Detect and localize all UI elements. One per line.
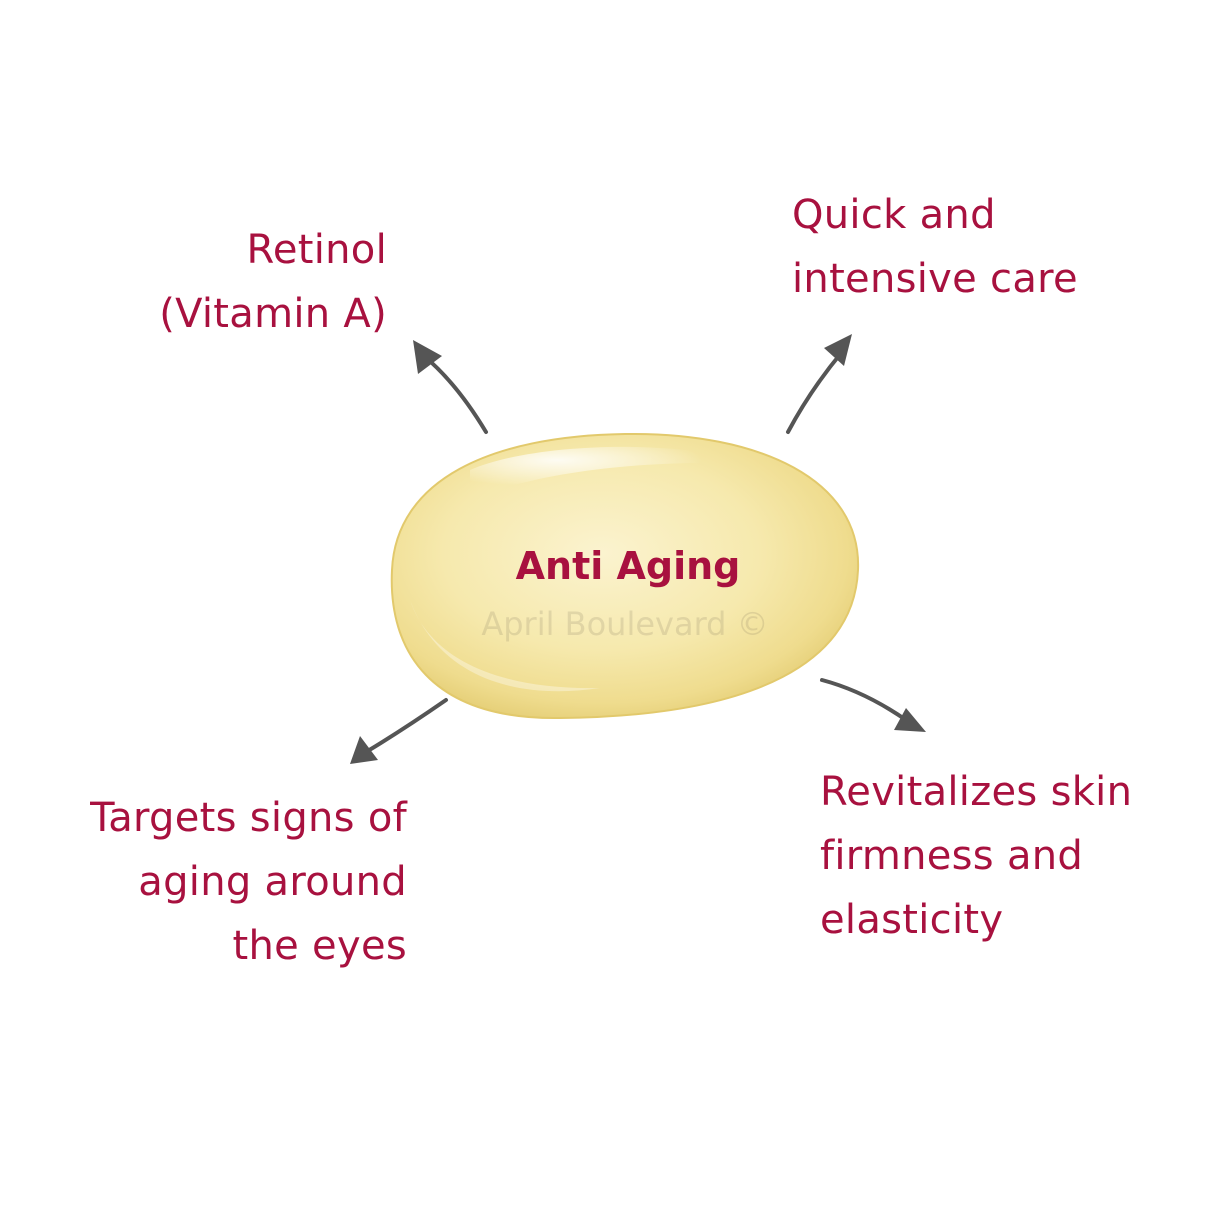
capsule-body [390,432,860,720]
arrow-bottom-left [350,698,448,764]
capsule-highlight [470,446,760,500]
arrow-bottom-right [820,678,926,732]
arrow-top-left [413,340,488,434]
watermark: April Boulevard © [481,605,769,643]
label-targets-eyes: Targets signs of aging around the eyes [90,795,407,969]
label-revitalizes: Revitalizes skin firmness and elasticity [820,769,1133,943]
label-quick-care: Quick and intensive care [792,192,1078,302]
capsule [390,432,860,720]
arrow-top-right [786,334,852,434]
label-retinol: Retinol (Vitamin A) [159,227,387,337]
center-title: Anti Aging [515,544,741,588]
